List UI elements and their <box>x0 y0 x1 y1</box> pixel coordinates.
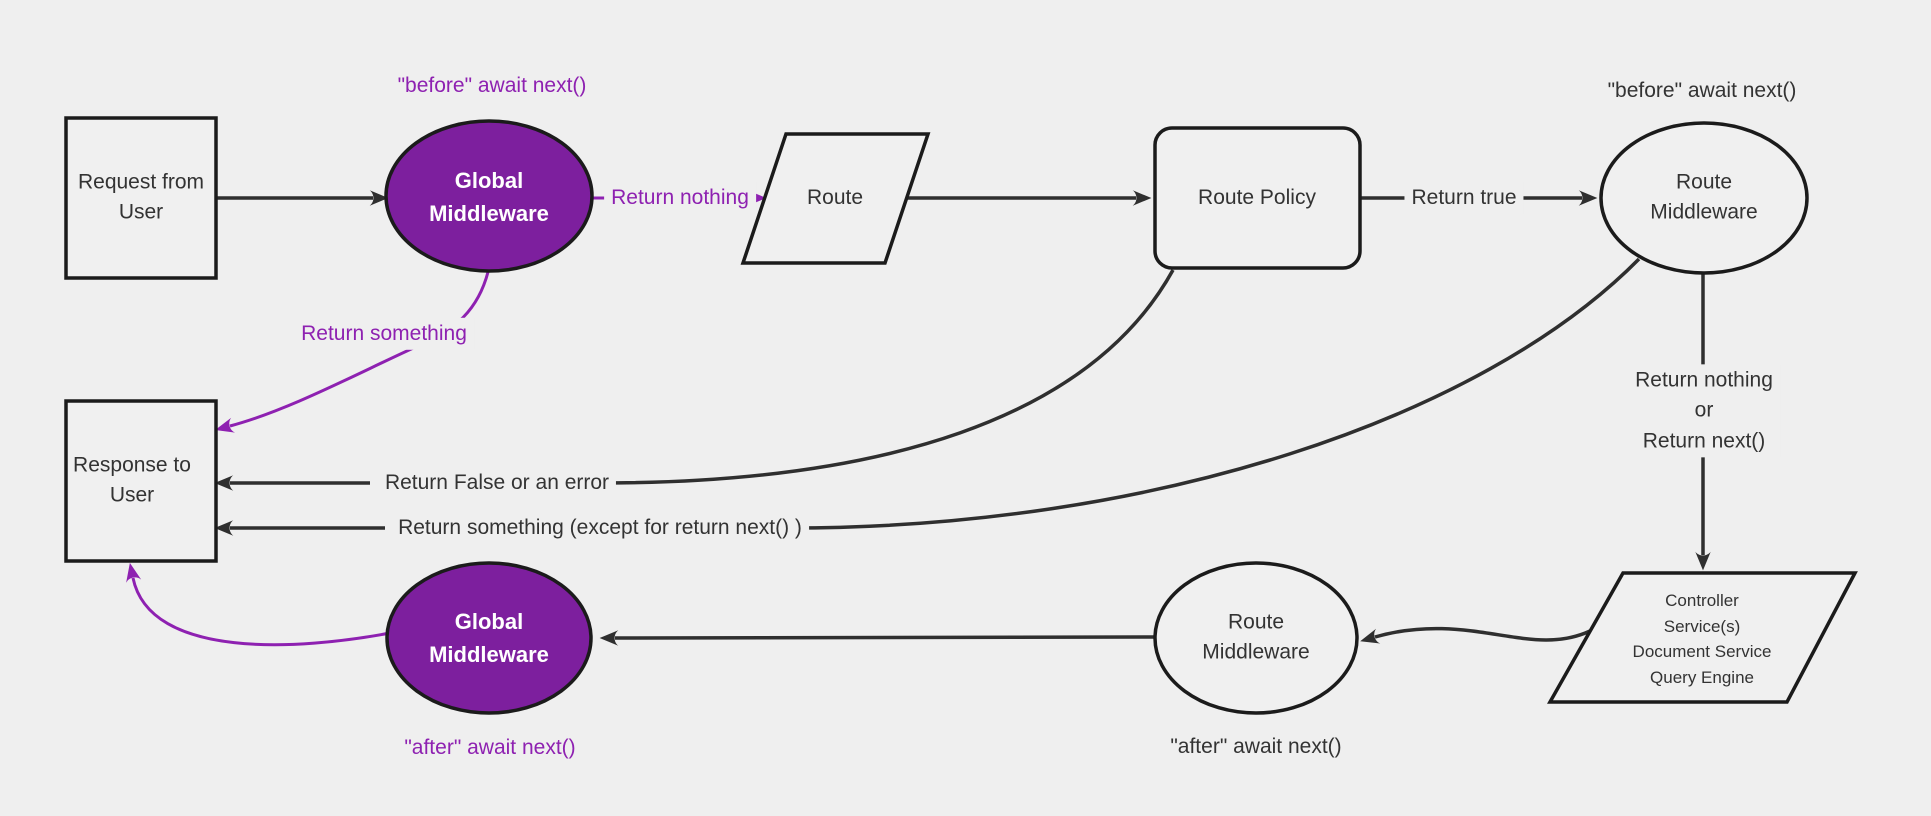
route-policy-node-label: Route Policy <box>1198 185 1316 209</box>
edge-label-return-true: Return true <box>1404 181 1524 215</box>
node-route-middleware-top <box>1599 121 1809 275</box>
controller-node-label: Controller Service(s) Document Service Q… <box>1632 591 1772 687</box>
global-middleware-top-node-label: Global Middleware <box>429 168 549 226</box>
request-node-label: Request from User <box>77 170 205 224</box>
global-middleware-bottom-node-label: Global Middleware <box>429 609 549 667</box>
route-node-label: Route <box>806 185 864 209</box>
route-middleware-top-node-label: Route Middleware <box>1650 170 1758 224</box>
node-response-to-user <box>64 399 218 563</box>
node-request-from-user <box>64 116 218 280</box>
edge-label-after-await-bottom-left: "after" await next() <box>404 735 576 759</box>
edge-route-policy-to-label-return-false <box>599 269 1175 485</box>
edge-label-return-something: Return something <box>294 317 474 351</box>
edge-label-after-await-bottom-middle: "after" await next() <box>1170 734 1342 758</box>
edge-controller-to-route-middleware-bottom <box>1360 626 1591 644</box>
response-node-label: Response to User <box>73 453 191 507</box>
node-route-middleware-bottom <box>1153 561 1359 715</box>
edge-label-before-await-top: "before" await next() <box>397 73 587 97</box>
node-global-middleware-top <box>384 119 594 273</box>
node-route <box>740 132 931 265</box>
node-route-policy <box>1153 126 1362 270</box>
edge-label-return-false-or-error: Return False or an error <box>377 466 617 500</box>
edge-global-middleware-bottom-to-response <box>126 562 391 647</box>
edge-label-return-something-except: Return something (except for return next… <box>391 511 809 545</box>
route-middleware-bottom-node-label: Route Middleware <box>1202 610 1310 664</box>
edge-label-return-nothing-or-next: Return nothing or Return next() <box>1628 364 1780 458</box>
edge-route-middleware-to-label-return-something-except <box>789 257 1641 530</box>
edge-label-return-nothing: Return nothing <box>604 181 756 215</box>
node-controller-services <box>1546 571 1858 704</box>
edge-route-middleware-bottom-to-global-middleware-bottom <box>599 630 1157 646</box>
edge-label-before-await-right: "before" await next() <box>1607 78 1797 102</box>
edge-global-middleware-return-something-to-response <box>215 271 490 433</box>
node-global-middleware-bottom <box>385 561 593 715</box>
